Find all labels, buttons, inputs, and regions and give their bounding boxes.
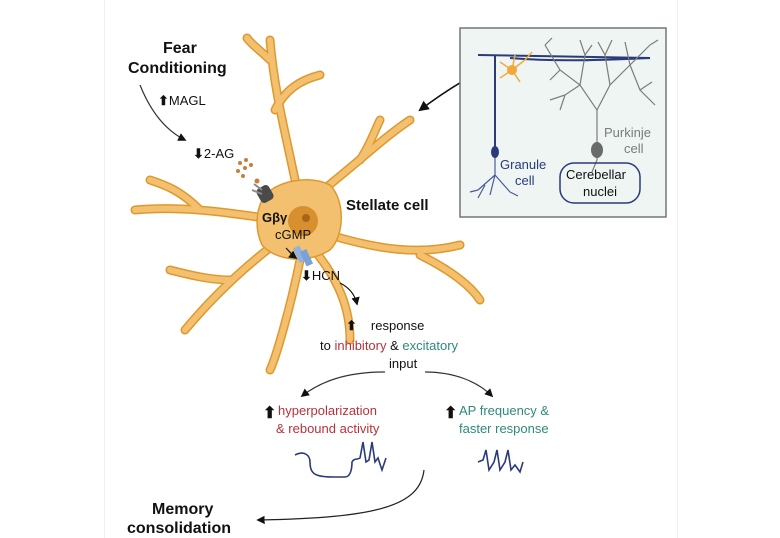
cb1-receptor-icon (251, 178, 274, 203)
up-arrow-icon: ⬆ (346, 318, 357, 333)
cerebellar-nuclei-label-line1: Cerebellar (566, 167, 626, 182)
cerebellar-nuclei-label-line2: nuclei (583, 184, 617, 199)
purkinje-cell-label-line1: Purkinje (604, 125, 651, 140)
left-outcome-arrow: ⬆ (263, 403, 276, 423)
up-arrow-icon: ⬆ (444, 405, 458, 422)
to-left-outcome-arrow (300, 371, 386, 398)
fear-to-2ag-arrow (139, 84, 187, 141)
memory-label-line1: Memory (152, 501, 214, 518)
up-arrow-icon: ⬆ (158, 93, 169, 108)
cgmp-to-hcn-arrow (285, 247, 298, 260)
stellate-cell (130, 33, 485, 375)
nucleolus (302, 214, 310, 222)
stellate-cell-label: Stellate cell (346, 197, 429, 214)
left-outcome-line2: & rebound activity (276, 421, 380, 436)
gbg-label: Gβγ (262, 210, 288, 225)
two-ag-molecules (236, 158, 253, 178)
fear-conditioning-label-line1: Fear (163, 40, 197, 57)
cgmp-label: cGMP (275, 227, 312, 242)
memory-label-line2: consolidation (127, 520, 231, 537)
right-outcome-line2: faster response (459, 421, 549, 436)
granule-cell-label-line2: cell (515, 173, 535, 188)
hyperpolarization-trace (294, 441, 387, 478)
two-ag-label: ⬇2-AG (193, 146, 235, 161)
magl-label: ⬆MAGL (158, 93, 206, 108)
hcn-to-response-arrow (339, 282, 360, 306)
purkinje-cell-label-line2: cell (624, 141, 644, 156)
response-line3: input (389, 356, 418, 371)
fear-conditioning-label-line2: Conditioning (128, 60, 227, 77)
response-line1: ⬆response (346, 318, 425, 333)
down-arrow-icon: ⬇ (193, 146, 204, 161)
response-line2: to inhibitory & excitatory (320, 338, 459, 353)
to-memory-arrow (256, 469, 425, 525)
right-outcome-arrow: ⬆ (444, 403, 457, 423)
ap-frequency-trace (477, 449, 524, 474)
right-outcome-line1: AP frequency & (459, 403, 550, 418)
excitatory-label: excitatory (402, 338, 459, 353)
up-arrow-icon: ⬆ (263, 405, 277, 422)
cerebellar-circuit-inset (459, 27, 667, 218)
left-outcome-line1: hyperpolarization (278, 403, 378, 418)
hcn-label: ⬇HCN (301, 268, 341, 283)
nucleus (288, 206, 318, 236)
granule-cell-label-line1: Granule (500, 157, 547, 172)
hcn-channel-icon (292, 245, 314, 267)
inhibitory-label: inhibitory (334, 338, 387, 353)
down-arrow-icon: ⬇ (301, 268, 312, 283)
to-right-outcome-arrow (424, 371, 494, 398)
